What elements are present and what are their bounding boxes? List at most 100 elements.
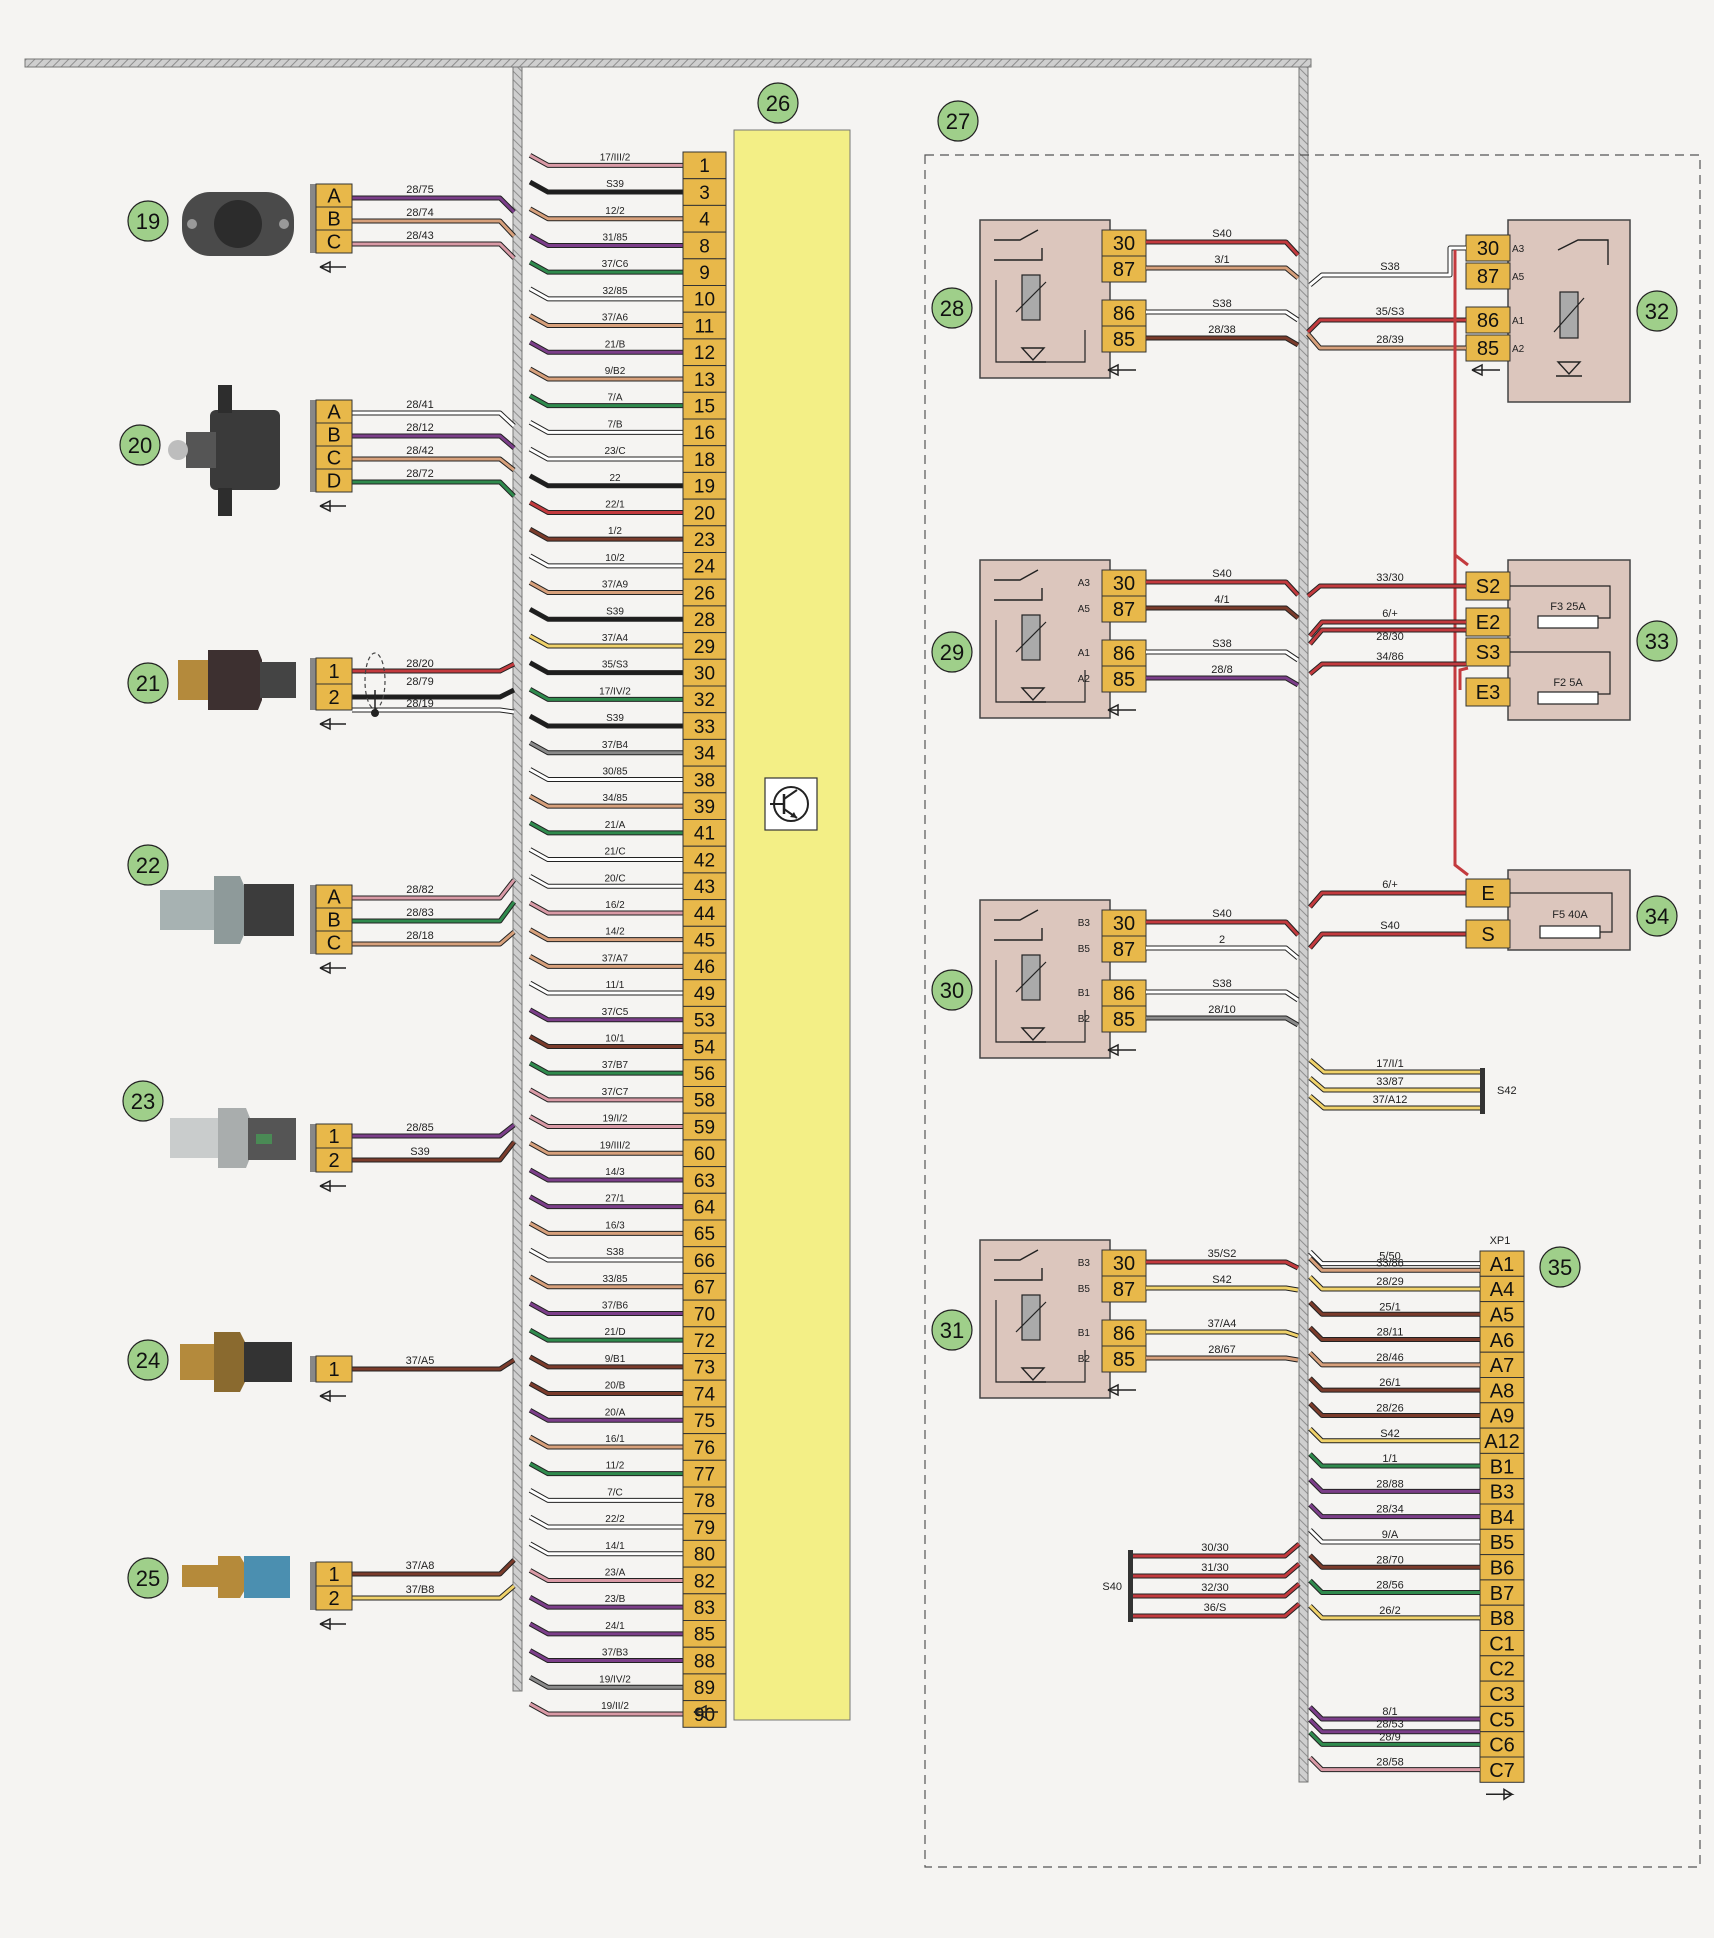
connector-arrow xyxy=(319,260,346,274)
pin-label: 1 xyxy=(328,1359,339,1381)
wire-label: 28/10 xyxy=(1208,1004,1236,1016)
relay-wire xyxy=(1146,1286,1299,1292)
connector-pin xyxy=(1101,1319,1147,1347)
xp1-wire xyxy=(1308,1377,1480,1392)
pin-label: 39 xyxy=(694,797,715,818)
relay-body xyxy=(979,1239,1111,1399)
connector-pin xyxy=(1101,1275,1147,1303)
s20-wire xyxy=(352,434,515,450)
splice-wire xyxy=(1133,1562,1300,1578)
pin-label: 30 xyxy=(1113,913,1135,935)
ecu-wire xyxy=(529,1355,683,1369)
ecu-wire xyxy=(529,421,683,434)
connector-arrow xyxy=(1107,1383,1136,1397)
sensor-24 xyxy=(180,1332,292,1392)
splice-bar xyxy=(1480,1068,1485,1114)
pin-label: 2 xyxy=(328,687,339,709)
wire-label: 7/B xyxy=(607,419,622,430)
callout-circle xyxy=(127,200,169,242)
ecu-wire xyxy=(529,874,683,888)
wire-label: 28/70 xyxy=(1376,1554,1404,1566)
splice-wire xyxy=(1309,1094,1480,1110)
connector-arrow xyxy=(319,499,346,513)
fuse-wire xyxy=(1308,932,1466,949)
s20-wire-outline xyxy=(352,479,516,498)
xp1-wire xyxy=(1308,1427,1480,1443)
connector-pin xyxy=(315,683,353,711)
wire-label: 30/30 xyxy=(1201,1542,1229,1554)
wire-label: 21/D xyxy=(604,1327,625,1338)
connector-pin xyxy=(682,1406,727,1435)
callout-circle xyxy=(127,1557,169,1599)
wire-label: 8/1 xyxy=(1382,1706,1397,1718)
xp1-wire xyxy=(1308,1528,1480,1544)
s23-wire-outline xyxy=(352,1140,516,1163)
wire-label: 20/C xyxy=(604,873,625,884)
ecu-wire xyxy=(529,1462,683,1476)
pin-label: C xyxy=(327,232,341,254)
wire-label: S39 xyxy=(606,606,624,617)
wire-label: 28/19 xyxy=(406,698,434,710)
supply-trunk xyxy=(1453,250,1469,877)
connector-pin xyxy=(682,498,727,527)
relay-body xyxy=(979,559,1111,719)
pin-label: 73 xyxy=(694,1358,715,1379)
relay-diode xyxy=(1020,1367,1046,1382)
pin-label: E xyxy=(1481,883,1494,905)
pin-label: 43 xyxy=(694,877,715,898)
pin-label: 86 xyxy=(1113,983,1135,1005)
callout-28: 28 xyxy=(931,287,973,329)
ecu-wire xyxy=(529,234,683,247)
wire-label: S39 xyxy=(606,713,624,724)
callout-circle xyxy=(1636,620,1678,662)
fuse xyxy=(1539,925,1601,939)
ecu-wire xyxy=(529,1008,683,1022)
wire-label: 9/A xyxy=(1382,1529,1399,1541)
pin-label: 87 xyxy=(1113,599,1135,621)
wire-label: 33/87 xyxy=(1376,1076,1404,1088)
wire-label: 32/85 xyxy=(602,286,627,297)
callout-23: 23 xyxy=(122,1080,164,1122)
callout-number: 22 xyxy=(136,853,160,878)
sensor-23 xyxy=(170,1108,296,1168)
connector-pin xyxy=(682,231,727,260)
xp1-wire xyxy=(1308,1402,1480,1417)
wire-label: B1 xyxy=(1078,988,1091,999)
pin-label: 30 xyxy=(1477,238,1499,260)
xp1-wire xyxy=(1308,1275,1480,1291)
xp1-wire xyxy=(1308,1503,1480,1519)
connector-pin xyxy=(1101,1005,1147,1033)
sensor-21 xyxy=(178,650,296,710)
wire-label: 12/2 xyxy=(605,206,625,217)
ecu-wire xyxy=(529,394,683,408)
wire-label: 17/III/2 xyxy=(600,152,631,163)
wire-label: 35/S2 xyxy=(1208,1248,1237,1260)
s19-wire-outline xyxy=(352,241,516,260)
s23-wire xyxy=(352,1141,516,1162)
connector-pin xyxy=(315,1585,353,1611)
pin-label: 56 xyxy=(694,1064,715,1085)
connector-pin xyxy=(682,204,727,233)
pin-label: A xyxy=(327,887,341,909)
connector-housing xyxy=(310,400,316,492)
ecu-wire xyxy=(529,1408,683,1422)
s24-wire xyxy=(352,1358,515,1371)
connector-housing xyxy=(310,885,316,954)
wire-label: 6/+ xyxy=(1382,608,1398,620)
wire-label: 21/B xyxy=(605,339,626,350)
wire-label: F2 5A xyxy=(1553,677,1583,689)
wire-label: 28/74 xyxy=(406,207,434,219)
connector-pin xyxy=(682,1032,727,1061)
pin-label: 1 xyxy=(328,661,339,683)
connector-housing xyxy=(310,1356,316,1382)
wire-label: 32/30 xyxy=(1201,1582,1229,1594)
wire-label: 19/II/2 xyxy=(601,1701,629,1712)
pin-label: 90 xyxy=(694,1705,715,1726)
wire-label: A1 xyxy=(1512,316,1525,327)
pin-label: 32 xyxy=(694,690,715,711)
ecu-wire xyxy=(529,474,683,488)
relay-body xyxy=(979,899,1111,1059)
s25-wire xyxy=(352,1584,515,1600)
ecu-wire xyxy=(529,1595,683,1609)
pin-label: 13 xyxy=(694,370,715,391)
